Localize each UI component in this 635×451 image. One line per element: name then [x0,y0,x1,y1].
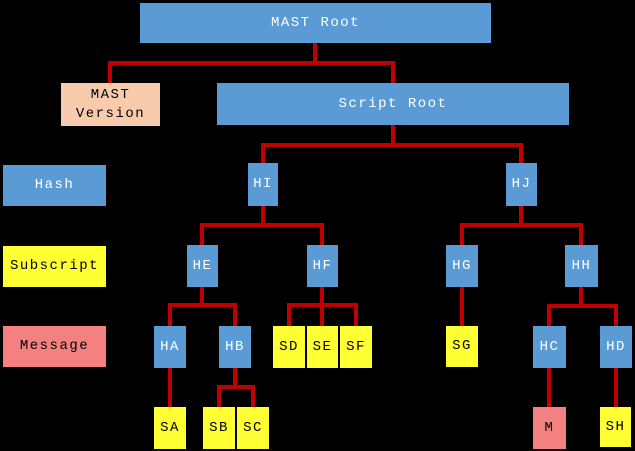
node-hi: HI [248,163,278,206]
node-se: SE [307,326,338,368]
connector-line [233,368,237,389]
connector-line [391,61,395,83]
connector-line [391,125,395,147]
connector-line [251,385,255,407]
connector-line [547,368,551,407]
connector-line [460,287,464,326]
node-script-root: Script Root [217,83,569,125]
connector-line [168,303,237,307]
connector-line [287,303,291,326]
node-sg: SG [446,326,478,367]
node-he: HE [187,245,218,287]
node-hf: HF [307,245,338,287]
connector-line [217,385,255,389]
node-m: M [533,407,566,449]
legend-subscript: Subscript [3,246,106,287]
connector-line [460,223,464,245]
node-hd: HD [600,326,632,368]
connector-line [313,43,317,65]
connector-line [287,303,358,307]
connector-line [579,223,583,245]
node-sh: SH [600,407,631,447]
connector-line [614,368,618,407]
node-hc: HC [533,326,566,368]
connector-line [547,304,618,308]
connector-line [217,385,221,407]
node-sa: SA [154,407,186,449]
node-hb: HB [219,326,251,368]
connector-line [460,223,583,227]
connector-line [261,206,265,227]
connector-line [519,143,523,163]
connector-line [261,143,523,147]
connector-line [547,304,551,326]
node-hg: HG [446,245,478,287]
connector-line [233,303,237,326]
connector-line [354,303,358,326]
connector-line [168,368,172,407]
node-sf: SF [340,326,372,368]
connector-line [261,143,265,163]
legend-hash: Hash [3,165,106,206]
connector-line [108,61,395,65]
connector-line [200,223,204,245]
connector-line [519,206,523,227]
connector-line [108,61,112,83]
connector-line [168,303,172,326]
legend-message: Message [3,326,106,367]
connector-line [200,287,204,307]
node-hj: HJ [506,163,537,206]
node-sc: SC [237,407,269,449]
connector-line [579,287,583,308]
connector-line [320,223,324,245]
connector-line [200,223,324,227]
connector-line [614,304,618,326]
node-mast-version: MAST Version [61,83,160,126]
node-ha: HA [154,326,186,368]
node-sb: SB [203,407,235,449]
node-mast-root: MAST Root [140,3,491,43]
node-sd: SD [273,326,305,368]
node-hh: HH [565,245,598,287]
